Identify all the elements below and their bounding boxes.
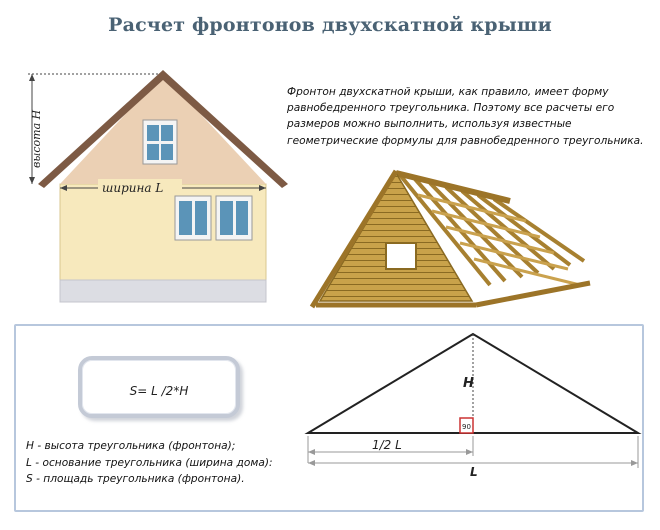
half-base-dimension xyxy=(307,436,474,463)
legend-item-height: H - высота треугольника (фронтона); xyxy=(26,440,236,452)
height-label: H xyxy=(463,376,474,391)
right-angle-label: 90 xyxy=(462,423,471,431)
gable-opening xyxy=(385,242,417,270)
page-title: Расчет фронтонов двухскатной крыши xyxy=(108,14,552,36)
legend-item-area: S - площадь треугольника (фронтона). xyxy=(26,473,245,485)
timber-roof-frame xyxy=(309,169,591,309)
wall-window-right xyxy=(215,195,253,241)
right-angle-marker xyxy=(459,417,474,434)
ridge-beam xyxy=(395,170,511,204)
formula-box: S= L /2*H xyxy=(78,356,240,418)
description-line: равнобедренного треугольника. Поэтому вс… xyxy=(287,102,615,115)
legend-item-base: L - основание треугольника (ширина дома)… xyxy=(26,456,273,469)
description-line: Фронтон двухскатной крыши, как правило, … xyxy=(287,86,609,98)
base-dimension xyxy=(308,436,639,468)
triangle-diagram: 90 H 1/2 L L xyxy=(304,332,642,478)
description: Фронтон двухскатной крыши, как правило, … xyxy=(287,84,657,149)
wall-window-left xyxy=(174,195,212,241)
formula-panel xyxy=(14,324,644,512)
description-line: геометрические формулы для равнобедренно… xyxy=(287,134,644,147)
height-label: высота H xyxy=(30,109,43,168)
description-line: размеров можно выполнить, используя изве… xyxy=(287,118,572,131)
height-dimension xyxy=(28,73,158,184)
house-foundation xyxy=(59,279,267,303)
width-label: ширина L xyxy=(102,181,163,195)
house-illustration: высота H ширина L xyxy=(28,70,288,303)
area-formula: S= L /2*H xyxy=(129,384,189,398)
gable-window xyxy=(142,119,178,165)
half-base-label: 1/2 L xyxy=(372,438,402,452)
base-label: L xyxy=(470,465,478,478)
battens xyxy=(417,193,581,287)
legend: H - высота треугольника (фронтона); L - … xyxy=(26,438,273,488)
